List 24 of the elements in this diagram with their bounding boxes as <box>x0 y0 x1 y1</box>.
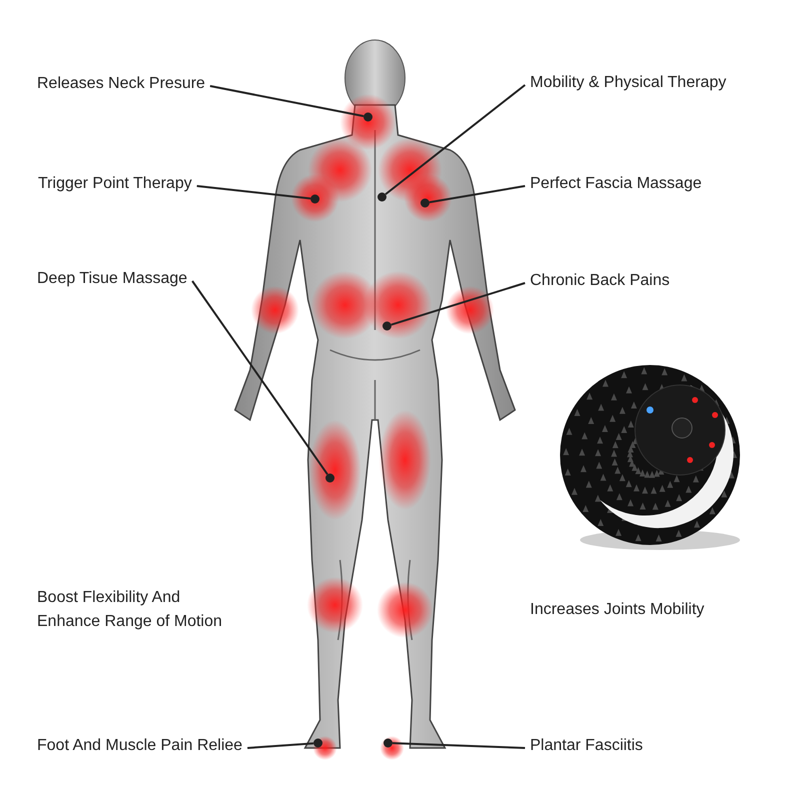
leader-line <box>210 85 364 118</box>
callout-label: Foot And Muscle Pain Reliee <box>37 734 242 758</box>
leader-line <box>192 280 328 475</box>
callout-label: Perfect Fascia Massage <box>530 172 702 196</box>
target-dot <box>364 112 372 122</box>
callout-label: Trigger Point Therapy <box>38 172 192 196</box>
callout-label: Chronic Back Pains <box>530 269 670 293</box>
leader-line <box>429 185 526 204</box>
target-dot <box>326 474 334 482</box>
benefit-text: Boost Flexibility And Enhance Range of Motion <box>37 588 224 632</box>
benefit-text: Increases Joints Mobility <box>530 600 704 620</box>
target-dot <box>382 322 392 330</box>
callout-label: Mobility & Physical Therapy <box>530 71 726 95</box>
callout-label: Releases Neck Presure <box>37 72 206 96</box>
target-dot <box>314 738 322 748</box>
target-dot <box>384 738 392 748</box>
leader-line <box>391 282 526 326</box>
leader-line <box>392 742 526 749</box>
target-dot <box>310 194 320 204</box>
callout-label: Deep Tisue Massage <box>37 267 188 291</box>
callout-label: Plantar Fasciitis <box>530 734 643 758</box>
target-dot <box>378 192 386 202</box>
target-dot <box>420 198 430 208</box>
leader-line <box>384 84 526 196</box>
